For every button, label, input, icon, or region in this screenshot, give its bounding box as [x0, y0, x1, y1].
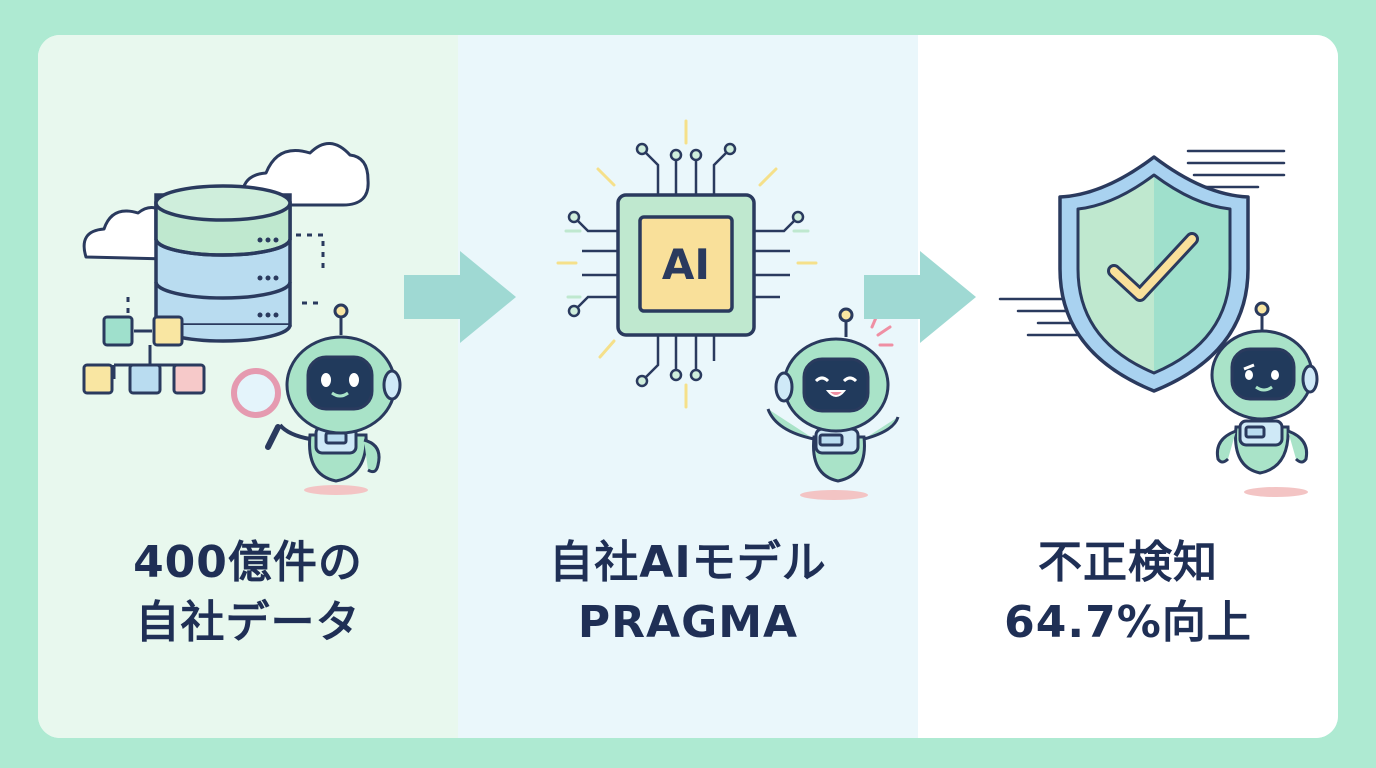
step-data-caption: 400億件の 自社データ [38, 533, 458, 653]
database-icon [154, 184, 292, 343]
step-result-panel: 不正検知 64.7%向上 [918, 35, 1338, 738]
magnifier-icon [231, 368, 281, 450]
shield-illustration [998, 149, 1319, 497]
shield-check-icon [1058, 155, 1250, 393]
step-data-panel: 400億件の 自社データ [38, 35, 458, 738]
step-model-caption: 自社AIモデル PRAGMA [458, 533, 918, 653]
robot-icon [278, 303, 402, 495]
arrow-right-icon [404, 251, 516, 343]
chip-label: AI [662, 240, 710, 289]
caption-line-2: 自社データ [135, 597, 361, 648]
ai-chip-illustration: AI [556, 119, 900, 500]
structure-blocks-icon [82, 315, 206, 395]
caption-line-1: 自社AIモデル [549, 537, 827, 588]
step-model-panel: AI [458, 35, 918, 738]
robot-icon [1210, 301, 1319, 497]
caption-line-1: 不正検知 [1038, 537, 1218, 588]
ai-chip-icon [616, 193, 756, 337]
caption-line-2: PRAGMA [577, 597, 799, 648]
caption-line-1: 400億件の [133, 537, 363, 588]
step-result-caption: 不正検知 64.7%向上 [918, 533, 1338, 653]
data-illustration [82, 142, 402, 495]
circuit-traces [567, 142, 805, 388]
flow-diagram: 400億件の 自社データ [38, 35, 1338, 738]
robot-icon [766, 307, 900, 500]
caption-line-2: 64.7%向上 [1004, 597, 1252, 648]
arrow-right-icon [864, 251, 976, 343]
